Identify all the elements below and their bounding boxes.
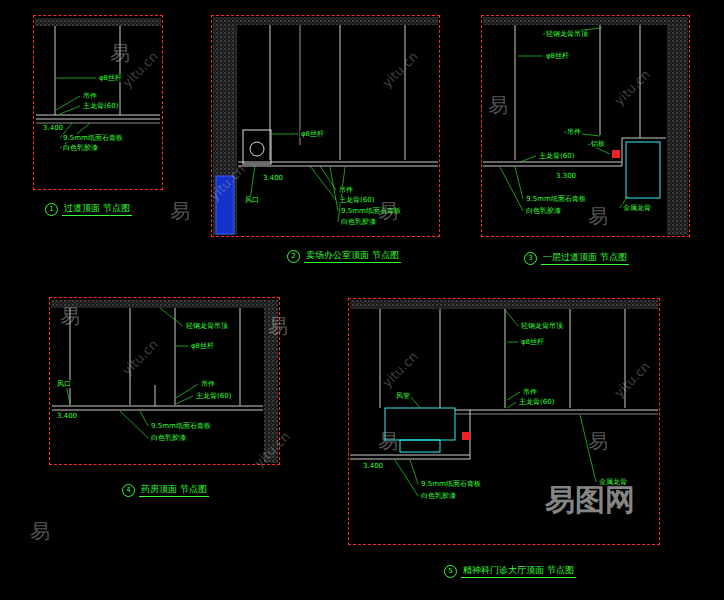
watermark: 易 xyxy=(268,313,288,340)
detail-caption: 4 药房顶面 节点图 xyxy=(122,483,209,497)
callout-text: 吊件 xyxy=(566,128,582,136)
watermark: yitu.cn xyxy=(379,49,421,91)
watermark: 易 xyxy=(588,428,608,455)
detail-title: 药房顶面 节点图 xyxy=(139,483,209,497)
callout-text: 铝板 xyxy=(590,140,606,148)
watermark-logo: 易图网 xyxy=(545,480,635,521)
detail-number: 5 xyxy=(444,565,457,578)
detail-number: 1 xyxy=(45,203,58,216)
watermark: 易 xyxy=(378,428,398,455)
detail-number: 3 xyxy=(524,252,537,265)
detail-number: 2 xyxy=(287,250,300,263)
watermark: yitu.cn xyxy=(611,359,653,401)
watermark: 易 xyxy=(488,92,508,119)
watermark: yitu.cn xyxy=(611,67,653,109)
detail-title: 一层过道顶面 节点图 xyxy=(541,251,629,265)
callout-text: 风口 xyxy=(244,196,260,204)
detail-caption: 1 过道顶面 节点图 xyxy=(45,202,132,216)
watermark: 易 xyxy=(60,303,80,330)
detail-caption: 3 一层过道顶面 节点图 xyxy=(524,251,629,265)
callout-text: 白色乳胶漆 xyxy=(62,144,99,152)
callout-text: 风管 xyxy=(395,392,411,400)
detail-caption: 2 卖场办公室顶面 节点图 xyxy=(287,249,401,263)
watermark: 易 xyxy=(588,203,608,230)
callout-text: 9.5mm纸面石膏板 xyxy=(150,422,212,430)
callout-text: 9.5mm纸面石膏板 xyxy=(525,195,587,203)
callout-text: 白色乳胶漆 xyxy=(525,207,562,215)
callout-text: 吊件 xyxy=(522,388,538,396)
watermark: yitu.cn xyxy=(119,337,161,379)
watermark: yitu.cn xyxy=(379,349,421,391)
callout-text: 9.5mm纸面石膏板 xyxy=(62,134,124,142)
detail-title: 精神科门诊大厅顶面 节点图 xyxy=(461,564,576,578)
watermark: 易 xyxy=(110,40,130,67)
callout-text: 金属龙骨 xyxy=(622,204,652,212)
callout-text: 主龙骨(60) xyxy=(82,102,119,110)
callout-text: 主龙骨(60) xyxy=(195,392,232,400)
detail-caption: 5 精神科门诊大厅顶面 节点图 xyxy=(444,564,576,578)
callout-text: φ8丝杆 xyxy=(545,52,570,60)
callout-text: 白色乳胶漆 xyxy=(420,492,457,500)
callout-text: 风口 xyxy=(56,380,72,388)
callout-text: 轻钢龙骨吊顶 xyxy=(545,30,589,38)
detail-title: 过道顶面 节点图 xyxy=(62,202,132,216)
callout-text: 主龙骨(60) xyxy=(538,152,575,160)
callout-text: 3.400 xyxy=(42,124,64,132)
callout-text: 轻钢龙骨吊顶 xyxy=(520,322,564,330)
detail-number: 4 xyxy=(122,484,135,497)
callout-text: 吊件 xyxy=(338,186,354,194)
callout-text: 3.400 xyxy=(262,174,284,182)
callout-text: 3.400 xyxy=(362,462,384,470)
callout-text: 主龙骨(60) xyxy=(518,398,555,406)
callout-text: 3.300 xyxy=(555,172,577,180)
watermark: 易 xyxy=(170,198,190,225)
callout-text: φ8丝杆 xyxy=(520,338,545,346)
callout-text: 9.5mm纸面石膏板 xyxy=(420,480,482,488)
callout-text: 吊件 xyxy=(200,380,216,388)
callout-text: 3.400 xyxy=(56,412,78,420)
callout-text: φ8丝杆 xyxy=(300,130,325,138)
callout-text: 白色乳胶漆 xyxy=(340,218,377,226)
callout-text: 吊件 xyxy=(82,92,98,100)
watermark: 易 xyxy=(378,198,398,225)
callout-text: 白色乳胶漆 xyxy=(150,434,187,442)
callout-text: φ8丝杆 xyxy=(190,342,215,350)
watermark: 易 xyxy=(30,518,50,545)
callout-text: 轻钢龙骨吊顶 xyxy=(185,322,229,330)
callout-text: 主龙骨(60) xyxy=(338,196,375,204)
detail-title: 卖场办公室顶面 节点图 xyxy=(304,249,401,263)
detail-frame: 3一层过道顶面 节点图 xyxy=(481,15,690,237)
